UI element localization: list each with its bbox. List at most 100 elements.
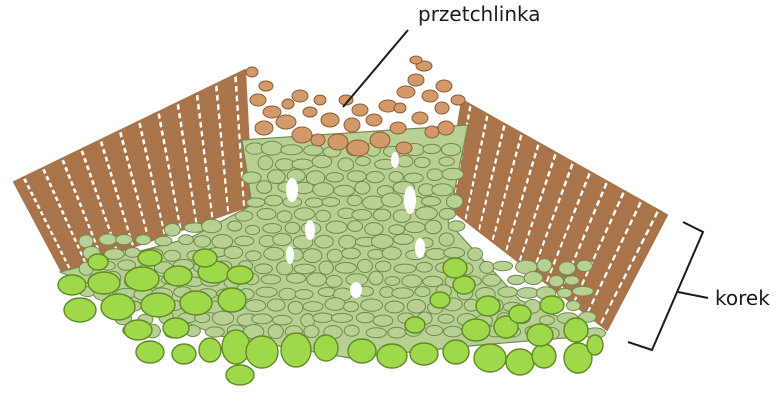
pale-cell: [344, 302, 359, 312]
pale-cell: [389, 172, 403, 183]
pale-cell: [99, 234, 117, 245]
cork-cell: [216, 94, 220, 102]
pale-cell: [281, 145, 303, 155]
pale-cell: [338, 158, 354, 171]
pale-cell: [319, 261, 333, 274]
pale-cell: [334, 185, 354, 196]
pale-cell: [426, 325, 443, 335]
pale-cell: [312, 155, 332, 167]
pale-cell: [572, 286, 593, 296]
pale-cell: [326, 173, 344, 182]
cork-cell: [191, 199, 195, 206]
pale-cell: [385, 277, 400, 286]
cork-cell: [180, 130, 184, 137]
cork-cell: [242, 190, 245, 197]
intercellular-space: [391, 152, 399, 168]
cork-cell: [225, 187, 228, 194]
pale-cell: [402, 275, 422, 287]
cork-cell: [220, 140, 223, 147]
intercellular-space: [415, 238, 425, 258]
pale-cell: [373, 315, 393, 326]
pale-cell: [448, 221, 465, 232]
cork-cell: [215, 85, 219, 93]
intercellular-space: [305, 220, 315, 240]
pale-cell: [212, 311, 233, 325]
pale-cell: [292, 159, 313, 169]
pale-cell: [273, 315, 292, 325]
cork-leader-line: [678, 292, 708, 298]
pale-cell: [397, 156, 413, 167]
intercellular-space: [286, 246, 294, 264]
cork-cell: [209, 202, 212, 209]
cork-cell: [219, 131, 222, 138]
parenchyma-cell: [462, 319, 490, 341]
pale-cell: [316, 210, 331, 221]
pale-cell: [483, 274, 501, 286]
pale-cell: [389, 225, 405, 235]
pale-cell: [257, 208, 276, 219]
pale-cell: [559, 262, 576, 275]
filling-cell: [259, 81, 273, 91]
cork-cell: [186, 165, 190, 172]
pale-cell: [261, 275, 281, 284]
cork-cell: [206, 175, 209, 182]
pale-cell: [252, 314, 273, 324]
pale-cell: [366, 172, 384, 183]
parenchyma-cell: [180, 291, 212, 315]
pale-cell: [268, 325, 283, 339]
pale-cell: [382, 247, 401, 260]
pale-cell: [256, 287, 277, 297]
filling-cell: [311, 134, 325, 146]
parenchyma-cell: [453, 276, 475, 294]
parenchyma-cell: [410, 343, 438, 365]
parenchyma-cell: [314, 335, 338, 361]
pale-cell: [235, 211, 253, 221]
pale-cell: [355, 182, 370, 195]
cork-cell: [234, 76, 238, 84]
pale-cell: [348, 221, 363, 232]
cork-cell: [172, 189, 176, 196]
pale-cell: [224, 246, 243, 258]
pale-cell: [407, 299, 425, 313]
pale-cell: [388, 327, 406, 338]
parenchyma-cell: [226, 365, 254, 385]
cork-cell: [176, 103, 180, 110]
pale-cell: [305, 198, 323, 207]
parenchyma-cell: [227, 266, 253, 284]
filling-cell: [366, 114, 382, 126]
pale-cell: [202, 219, 222, 232]
parenchyma-cell: [64, 298, 96, 322]
pale-cell: [363, 196, 385, 209]
cork-cell: [242, 199, 245, 206]
pale-cell: [268, 170, 286, 184]
pale-cell: [273, 233, 292, 245]
cork-cell: [182, 138, 186, 145]
cork-cell: [187, 173, 191, 180]
filling-cell: [263, 106, 281, 118]
cork-cell: [200, 130, 204, 137]
pale-cell: [116, 235, 133, 245]
cork-cell: [237, 123, 240, 131]
pale-cell: [228, 221, 242, 231]
pale-cell: [393, 234, 413, 244]
intercellular-space: [286, 178, 298, 202]
parenchyma-cell: [138, 250, 162, 266]
cork-cell: [159, 121, 163, 128]
parenchyma-cell: [172, 344, 196, 364]
pale-cell: [255, 264, 273, 274]
parenchyma-cell: [136, 341, 164, 363]
pale-cell: [205, 327, 224, 337]
parenchyma-cell: [141, 293, 175, 317]
parenchyma-cell: [506, 349, 534, 375]
pale-cell: [425, 220, 441, 234]
pale-cell: [246, 225, 260, 234]
parenchyma-cell: [540, 296, 564, 314]
cork-cell: [226, 205, 229, 212]
pale-cell: [164, 224, 180, 237]
cork-cell: [179, 121, 183, 128]
parenchyma-cell: [532, 344, 556, 368]
pale-cell: [344, 325, 359, 336]
pale-cell: [441, 144, 460, 156]
parenchyma-cell: [222, 330, 250, 364]
pale-cell: [394, 264, 416, 273]
